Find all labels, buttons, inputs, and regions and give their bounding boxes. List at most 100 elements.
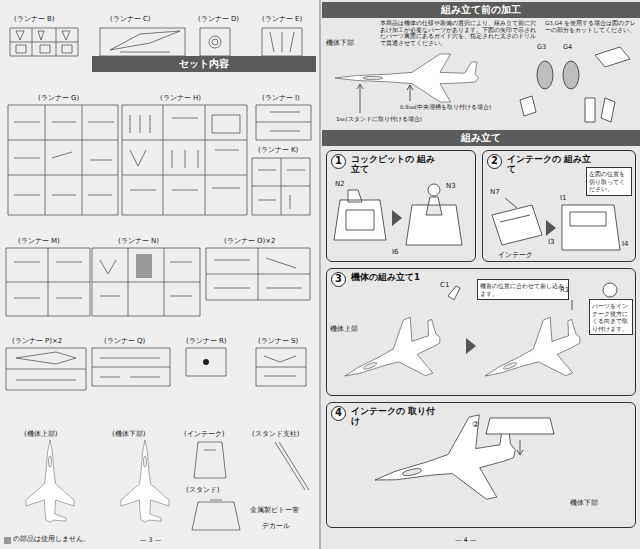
part-label: (スタンド): [186, 486, 219, 494]
part-label: G3: [537, 44, 546, 52]
runner-o: [206, 248, 310, 300]
part-label: 本商品は機体の仕様や装備の選択により、組み立て前に穴あけ加工が必要なパーツがあり…: [380, 20, 538, 46]
cut-part: [520, 47, 630, 122]
part-label: (ランナー G): [38, 94, 79, 102]
part-label: G4: [563, 44, 572, 52]
runner-g: [8, 105, 118, 215]
part-label: (機体下部): [112, 430, 145, 438]
part-label: I6: [392, 248, 399, 256]
part-label: I3: [548, 238, 555, 246]
runner-group: [6, 28, 311, 530]
unused-part-shade: [136, 254, 152, 278]
runner-e: [262, 28, 302, 56]
intake-part: [194, 442, 226, 478]
part-label: 機体下部: [570, 500, 598, 508]
note-box: 機首の位置に合わせて差し込みます。: [477, 279, 569, 300]
note-text: 機首の位置に合わせて差し込みます。: [480, 282, 566, 297]
runner-i: [256, 105, 311, 140]
runner-d: [200, 28, 230, 56]
stand-base: [192, 500, 240, 530]
part-label: (ランナー C): [110, 15, 151, 23]
grey-square-mark: [4, 537, 11, 544]
part-label: (ランナー S): [258, 337, 298, 345]
part-g4: [563, 61, 579, 89]
part-g3: [537, 61, 553, 89]
part-label: 0.8㎜(中央増槽を取り付ける場合): [400, 104, 491, 111]
part-label: R1: [560, 286, 569, 294]
step-box: 2 インテークの 組み立て左図の位置を切り取ってください。: [482, 150, 636, 262]
airframe-group: [26, 54, 591, 522]
part-label: (ランナー D): [198, 15, 239, 23]
part-label: (スタンド支柱): [252, 430, 299, 438]
section-band: セット内容: [92, 56, 316, 72]
part-label: 機体上部: [330, 326, 358, 334]
step-parts: [334, 184, 620, 455]
part-label: ②: [472, 420, 479, 430]
part-label: — 3 —: [140, 537, 161, 545]
part-label: の部品は使用しません。: [13, 536, 90, 544]
airframe: [334, 310, 452, 404]
note-text: 左図の位置を切り取ってください。: [589, 170, 629, 193]
note-box: 左図の位置を切り取ってください。: [586, 167, 632, 196]
section-band: 組み立て前の加工: [322, 2, 640, 18]
runner-n: [92, 248, 200, 316]
runner-r-part: [203, 359, 209, 365]
part-label: (ランナー N): [118, 237, 159, 245]
step-number: 4: [331, 406, 346, 421]
intake-part: [486, 418, 554, 434]
runner-s: [256, 348, 306, 386]
runner-r: [186, 348, 226, 376]
part-label: N2: [335, 180, 345, 188]
part-label: (ランナー P)×2: [12, 337, 62, 345]
part-label: 1㎜(スタンドに取り付ける場合): [336, 116, 422, 123]
part-label: (ランナー I): [262, 94, 300, 102]
section-title: セット内容: [96, 58, 312, 70]
step-heading: インテークの 取り付け: [351, 406, 441, 426]
orientation-icon: [603, 283, 617, 297]
section-band: 組み立て: [322, 130, 640, 146]
step-box: 1コックピットの 組み立て: [326, 150, 476, 262]
lower-fuselage: [335, 54, 479, 102]
runner-h: [122, 105, 247, 215]
part-label: 金属製ピトー管: [250, 506, 299, 514]
page-ground: [320, 0, 640, 549]
stand-post: [275, 442, 309, 490]
page-gutter: [319, 0, 321, 549]
part-label: (機体上部): [24, 430, 57, 438]
part-label: (ランナー H): [160, 94, 201, 102]
part-label: (ランナー K): [258, 146, 298, 154]
section-title: 組み立て: [326, 132, 636, 144]
part-label: デカール: [262, 522, 290, 530]
step-box: 4 インテークの 取り付け: [326, 402, 636, 528]
section-title: 組み立て前の加工: [326, 4, 636, 16]
runner-c: [100, 28, 185, 56]
part-label: (ランナー R): [186, 337, 227, 345]
part-label: G3,G4 を使用する場合は図のグレーの部分をカットしてください。: [545, 20, 637, 33]
note-box: パーツをインテーク後方にくる向きで取り付けます。: [589, 299, 633, 335]
cut-parts: [520, 47, 630, 122]
step-box: 3 機体の組み立て1 機首の位置に合わせて差し込みます。パーツをインテーク後方にくる…: [326, 268, 636, 396]
intake-part: [492, 198, 542, 245]
part-label: (インテーク): [184, 430, 224, 438]
page-ground: [0, 0, 320, 549]
cockpit-tub: [406, 184, 462, 245]
step-heading: インテークの 組み立て: [507, 154, 597, 174]
part-label: 機体下部: [326, 40, 354, 48]
part-label: N3: [446, 182, 456, 190]
fit-arrow: [517, 440, 523, 455]
part-label: N7: [490, 188, 500, 196]
step-arrow: [466, 338, 476, 354]
step-number: 3: [331, 272, 346, 287]
runner-b: [10, 28, 78, 56]
step-number: 2: [487, 154, 502, 169]
runner-k: [252, 158, 310, 215]
step-number: 1: [331, 154, 346, 169]
airframe: [474, 310, 592, 404]
part-label: (ランナー B): [14, 15, 55, 23]
part-label: — 4 —: [455, 537, 476, 545]
part-label: (ランナー Q): [104, 337, 145, 345]
intake-part: [562, 205, 620, 250]
step-heading: 機体の組み立て1: [351, 272, 420, 282]
runner-q: [92, 348, 170, 386]
